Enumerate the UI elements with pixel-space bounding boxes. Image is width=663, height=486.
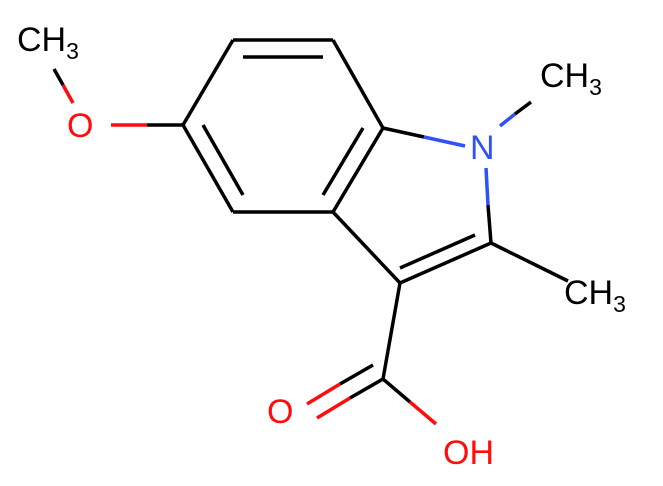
bond-c3-c3a [331,210,402,285]
n-methyl-subscript: 3 [589,74,602,100]
bond-n1-methyl-nitrogen [498,112,517,128]
bond-n1-c2-carbon [486,204,493,244]
bond-c6-c5 [181,39,235,126]
bond-c7a-c7 [331,39,385,129]
bond-o-methyl-oxygen [61,84,75,104]
bond-carbonyl-carbon-2 [339,363,374,386]
bond-o-methyl-carbon [52,68,65,86]
bond-carbonyl-oxygen-1 [316,396,351,420]
bond-c2-methyl [490,241,569,283]
carbonyl-oxygen-label: O [267,393,293,431]
bond-c5-c4-inner [201,124,245,196]
bonds [52,38,569,426]
indole-nitrogen-label: N [470,129,495,167]
methoxy-oxygen-label: O [67,107,93,145]
bond-hydroxyl-oxygen [408,400,438,426]
bond-c2-c3-inner [399,233,476,270]
bond-carbonyl-oxygen-2 [306,382,341,406]
n-methyl-label: CH3 [540,57,602,100]
atom-labels: CH3 O N CH3 CH3 O OH [17,21,626,472]
n-methyl-text: CH [540,57,589,95]
bond-c7a-n1-carbon [382,126,425,139]
hydroxyl-label: OH [443,434,494,472]
bond-n1-c2-nitrogen [484,167,490,206]
bond-carbonyl-carbon-1 [349,377,384,400]
methoxy-methyl-label: CH3 [17,21,79,64]
methoxy-methyl-text: CH [17,21,66,59]
bond-n1-methyl-carbon [513,100,533,116]
bond-c5-c4 [181,124,235,213]
bond-c3-carboxyl [381,282,402,380]
c2-methyl-label: CH3 [564,274,626,317]
c2-methyl-text: CH [564,274,613,312]
bond-c7a-n1-nitrogen [423,135,466,148]
bond-c3a-c7a-inner [321,127,365,196]
methoxy-methyl-subscript: 3 [66,38,79,64]
c2-methyl-subscript: 3 [613,291,626,317]
bond-hydroxyl-carbon [381,377,412,404]
bond-c3a-c7a [331,127,385,213]
bond-c2-c3 [399,241,492,285]
